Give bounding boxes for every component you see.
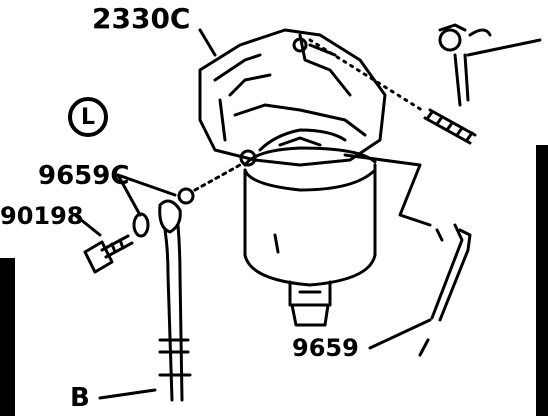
- filter-bowl: [243, 146, 377, 287]
- part-label-9659c: 9659C: [38, 161, 130, 191]
- stud-bolt: [308, 38, 477, 145]
- part-label-23300: 2330C: [92, 2, 191, 35]
- circle-l-text: L: [80, 104, 96, 130]
- part-label-9659: 9659: [292, 334, 359, 362]
- part-label-90198: 90198: [0, 202, 84, 230]
- drain-plug: [288, 280, 332, 327]
- inlet-fitting: [239, 128, 347, 167]
- upper-right-fitting: [438, 23, 542, 107]
- circle-l-marker: L: [68, 97, 108, 137]
- overflow-pipe-right: [418, 223, 472, 357]
- mounting-bracket: [198, 28, 387, 167]
- scan-edge-left: [0, 258, 15, 416]
- banjo-fitting-left: [132, 163, 242, 238]
- bolt-90198: [83, 234, 134, 274]
- scan-edge-right: [536, 145, 548, 416]
- fuel-pipe-left: [158, 223, 192, 402]
- leader-lines: [73, 28, 432, 400]
- reference-label-b: B: [70, 383, 90, 413]
